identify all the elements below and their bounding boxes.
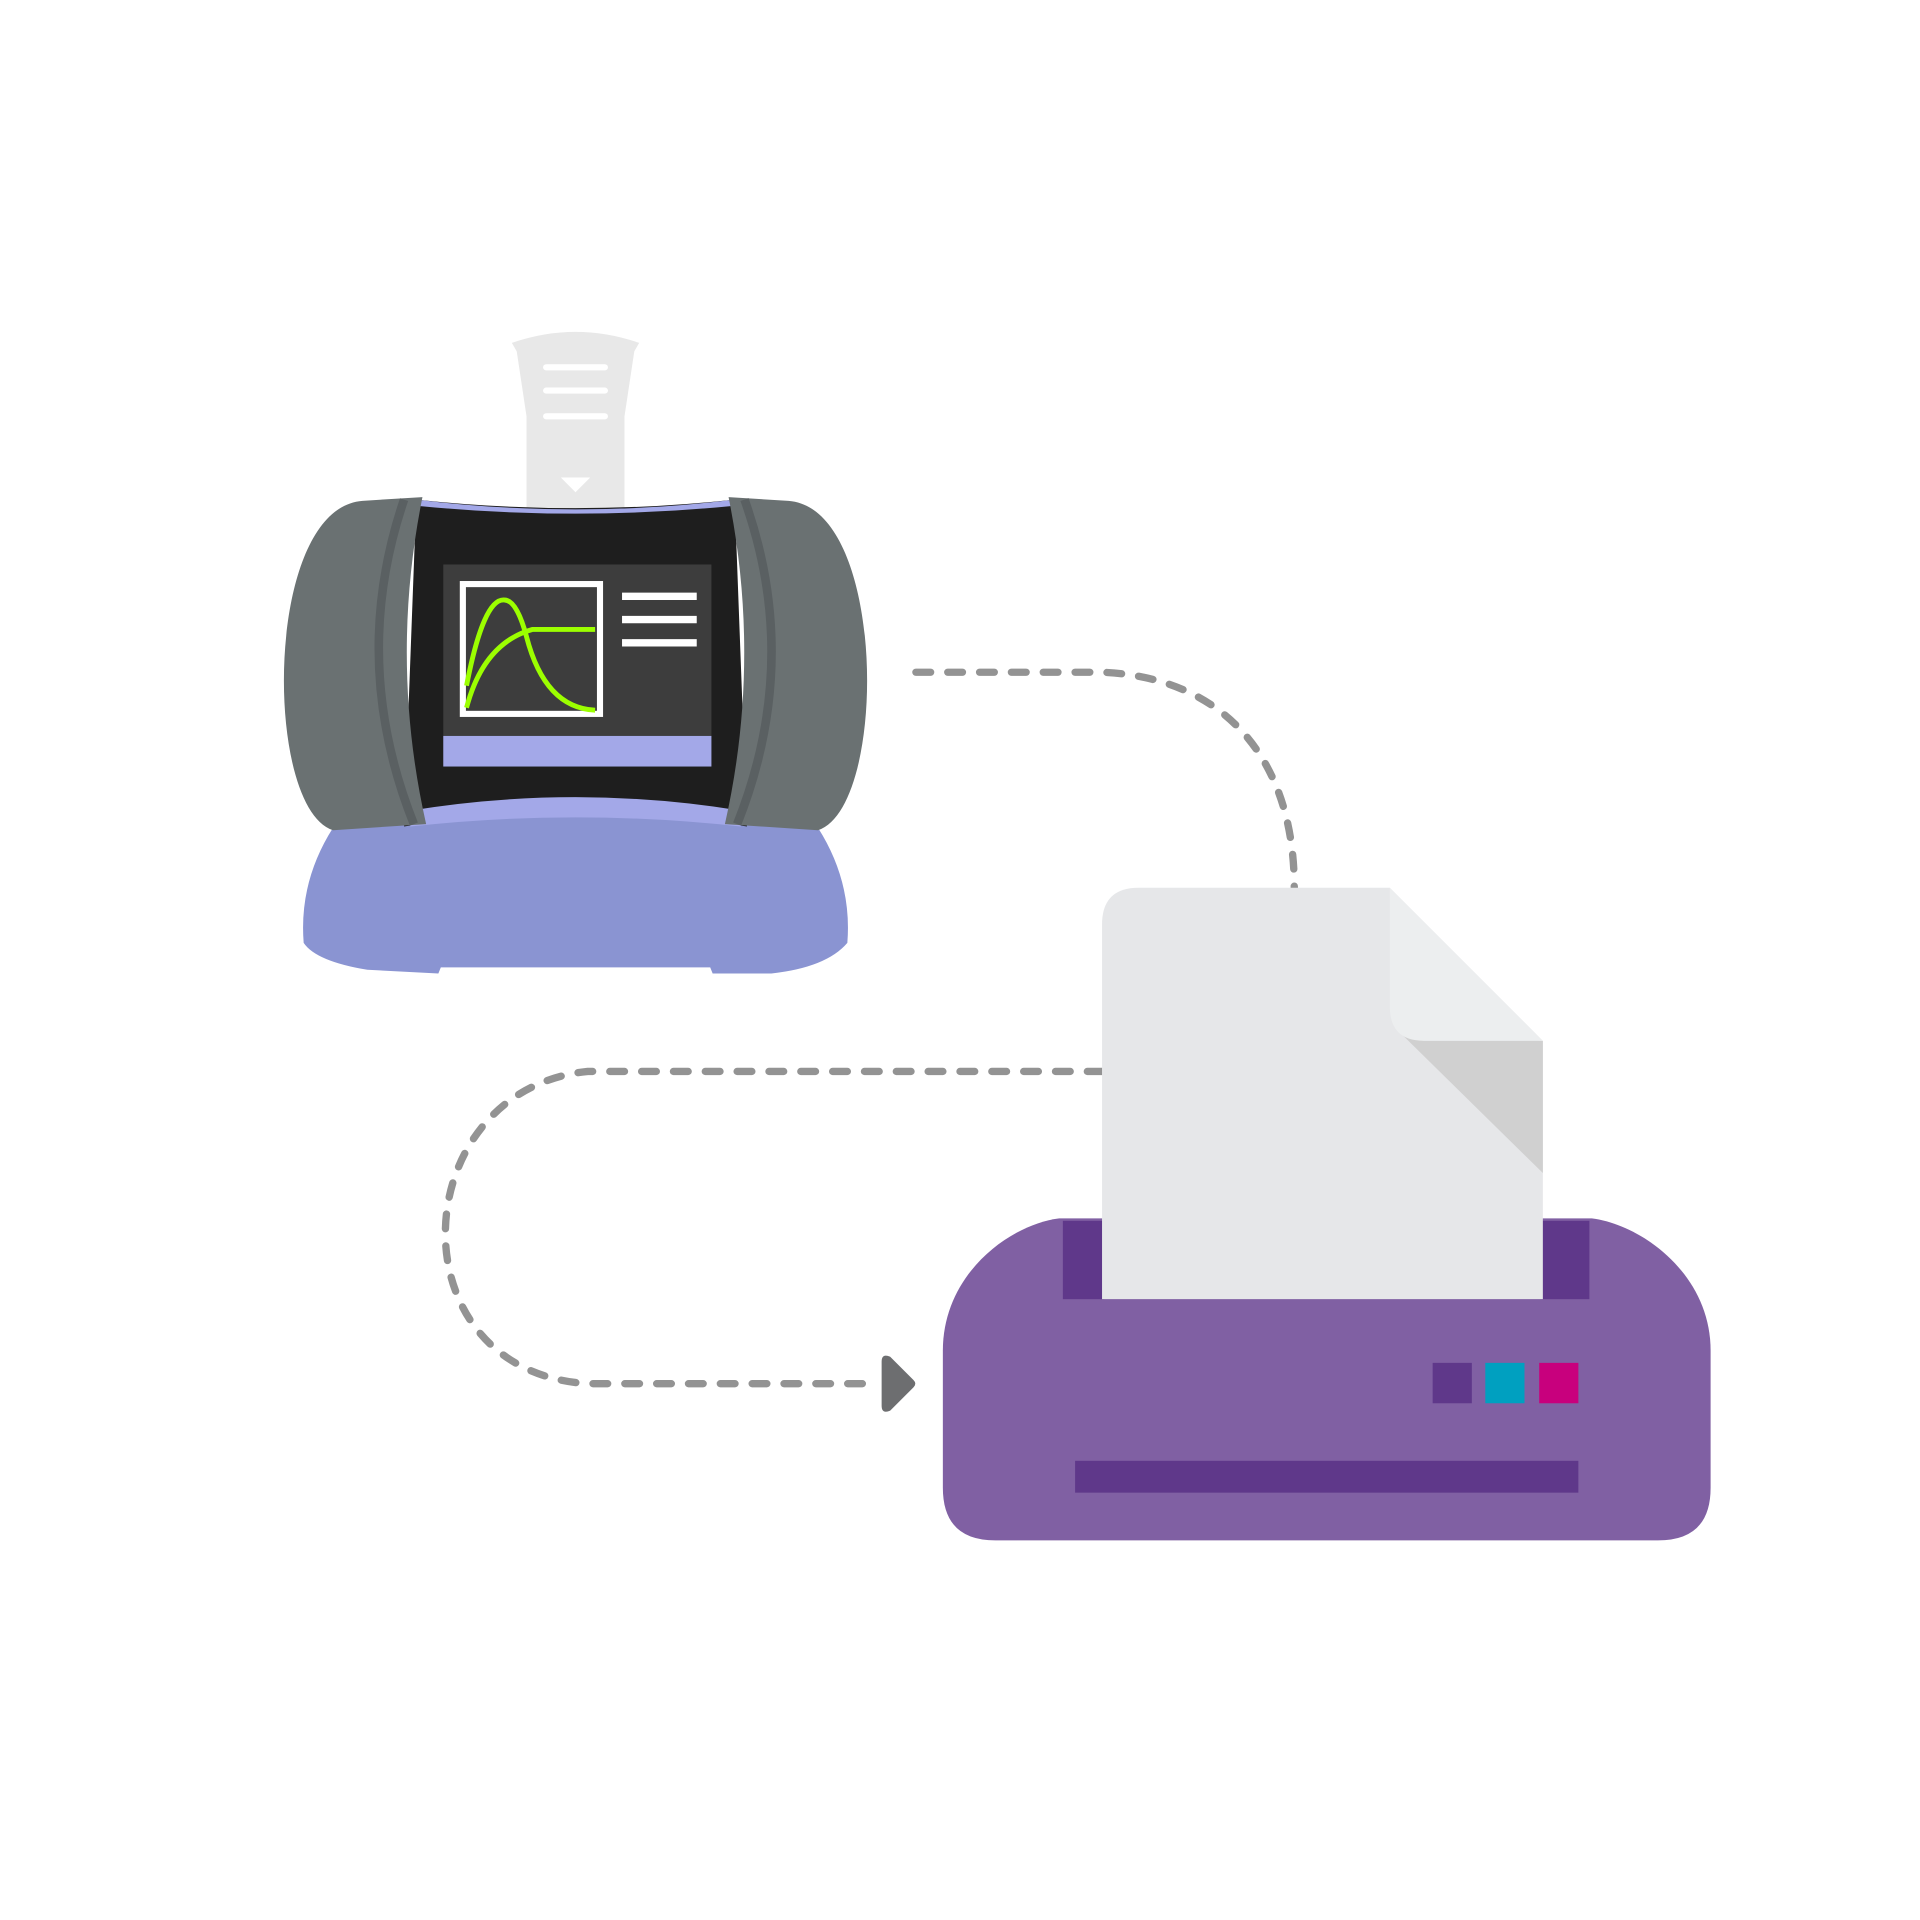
- mouthpiece-lines: [543, 364, 608, 420]
- device-bottom-rim: [410, 797, 741, 827]
- dashed-connector-top: [912, 668, 1298, 892]
- device-screen: [443, 564, 712, 736]
- ink-purple-button: [1432, 1362, 1472, 1404]
- paper-fold: [1389, 887, 1543, 1041]
- output-slot: [1075, 1460, 1579, 1493]
- ink-cyan-button: [1485, 1362, 1525, 1404]
- device-base: [303, 814, 848, 974]
- mouthpiece-arrow: [560, 477, 591, 493]
- graph-frame: [459, 581, 604, 717]
- arrow-head-icon: [881, 1355, 916, 1412]
- mouthpiece: [511, 331, 640, 509]
- right-grip: [724, 497, 868, 831]
- screen-text-lines: [622, 592, 697, 647]
- ink-magenta-button: [1539, 1362, 1579, 1404]
- graph-curve-flow: [464, 597, 596, 713]
- device-top-rim: [416, 499, 735, 514]
- dashed-connector-bottom: [441, 1067, 1106, 1388]
- spirometer-device-icon: [283, 331, 868, 974]
- paper-slot-left: [1062, 1220, 1105, 1300]
- grip-ridges: [374, 498, 776, 826]
- screen-status-bar: [443, 735, 712, 767]
- paper-slot-right: [1540, 1220, 1590, 1300]
- graph-curve-volume: [464, 626, 596, 709]
- paper-sheet-icon: [1102, 887, 1543, 1300]
- left-grip: [283, 497, 427, 831]
